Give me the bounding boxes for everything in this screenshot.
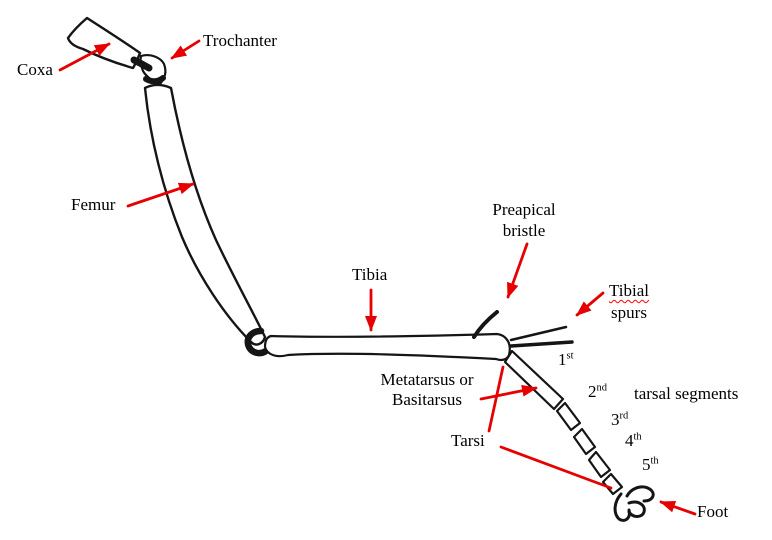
tarsal-segment-2 (555, 401, 582, 432)
ordinal-5-suffix: th (650, 455, 659, 467)
ordinal-1-base: 1 (558, 350, 567, 369)
femur-label: Femur (71, 195, 116, 214)
coxa-trochanter-joint-mark (130, 56, 153, 72)
tarsal-segment-5 (601, 472, 624, 496)
femur-arrow (126, 182, 195, 208)
metatarsus-label-line1: Metatarsus or (380, 370, 474, 389)
foot-claw-upper (625, 485, 655, 503)
ordinal-2-suffix: nd (596, 382, 608, 394)
foot-arolium-loop (627, 500, 646, 518)
tibial-spurs-label-line2: spurs (611, 303, 647, 322)
preapical-bristle-label: Preapical bristle (468, 199, 580, 241)
ordinal-2-base: 2 (588, 382, 597, 401)
tibial-spurs-label-line1-misspelled: Tibial (608, 281, 649, 300)
tarsal-segment-3-ordinal: 3rd (611, 410, 628, 430)
metatarsus-segment (503, 349, 565, 411)
annotation-arrows (58, 39, 697, 516)
tibial-spurs-arrow (575, 291, 605, 317)
tibia-shape (263, 332, 511, 362)
preapical-bristle-shape (472, 310, 499, 339)
tarsal-segment-4-ordinal: 4th (625, 431, 642, 451)
tarsal-segment-1-ordinal: 1st (558, 350, 574, 370)
ordinal-4-suffix: th (633, 431, 642, 443)
tibial-spurs-label: Tibial spurs (593, 280, 665, 324)
tarsi-leader-line-up (487, 365, 505, 433)
trochanter-arrow (170, 39, 201, 60)
ordinal-3-suffix: rd (619, 410, 629, 422)
trochanter-label: Trochanter (203, 31, 277, 50)
ordinal-5-base: 5 (642, 455, 651, 474)
ordinal-3-base: 3 (611, 410, 620, 429)
ordinal-1-suffix: st (566, 350, 574, 362)
preapical-bristle-label-line1: Preapical (492, 200, 556, 219)
tarsal-segment-4 (587, 450, 612, 479)
coxa-shape (66, 16, 142, 70)
preapical-bristle-label-line2: bristle (502, 221, 546, 240)
metatarsus-label: Metatarsus or Basitarsus (366, 370, 488, 410)
tarsal-segment-2-ordinal: 2nd (588, 382, 607, 402)
tarsal-segments-label: tarsal segments (634, 384, 739, 403)
leg-drawing (66, 16, 655, 522)
tarsal-segment-5-ordinal: 5th (642, 455, 659, 475)
trochanter-femur-joint-mark (143, 75, 166, 85)
tibial-spur-upper (509, 325, 568, 342)
ordinal-4-base: 4 (625, 431, 634, 450)
coxa-arrow (58, 42, 111, 72)
foot-claw-lower (613, 492, 631, 522)
knee-joint-mark (244, 327, 270, 357)
femur-shape (143, 83, 267, 346)
metatarsus-arrow (479, 384, 538, 401)
tarsal-segment-3 (572, 427, 597, 456)
foot-arrow (659, 500, 697, 516)
metatarsus-label-line2: Basitarsus (392, 390, 462, 409)
tarsi-label: Tarsi (451, 431, 485, 450)
foot-label: Foot (697, 502, 729, 521)
preapical-bristle-arrow (506, 242, 529, 299)
coxa-label: Coxa (17, 60, 53, 79)
tibial-spur-lower (509, 340, 574, 348)
tarsi-leader-line-down (499, 445, 613, 490)
tibia-label: Tibia (352, 265, 388, 284)
